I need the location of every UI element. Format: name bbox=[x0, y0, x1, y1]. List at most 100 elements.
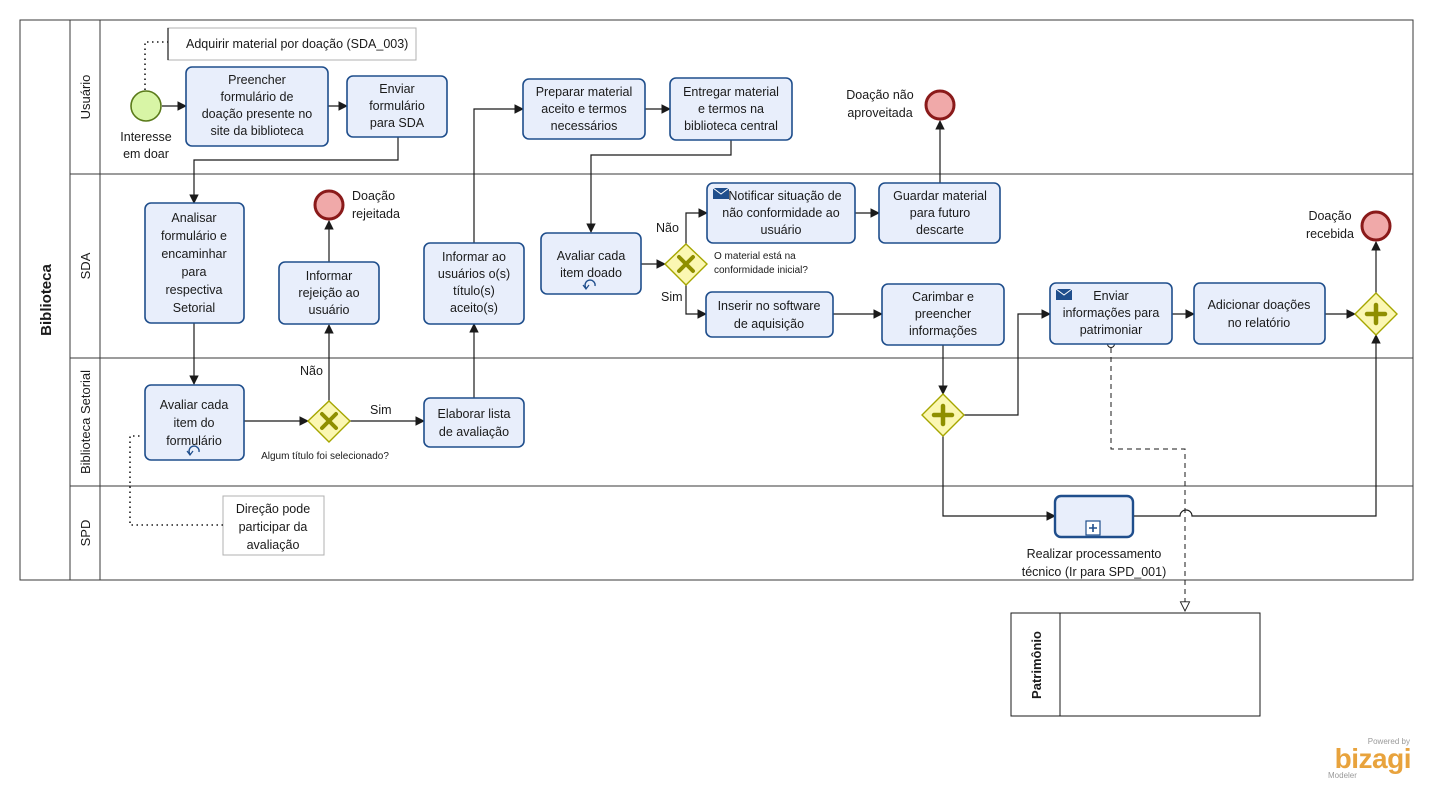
bizagi-brand-text: bizagi bbox=[1335, 743, 1411, 774]
task-text: item doado bbox=[560, 266, 622, 280]
task-elaborar-lista[interactable]: Elaborar lista de avaliação bbox=[423, 397, 525, 448]
pool-patrimonio: Patrimônio bbox=[1010, 612, 1261, 717]
task-text: Inserir no software bbox=[718, 299, 821, 313]
task-guardar-material[interactable]: Guardar material para futuro descarte bbox=[878, 182, 1001, 244]
task-text: para SDA bbox=[370, 116, 425, 130]
task-text: Notificar situação de bbox=[728, 189, 841, 203]
task-text: formulário bbox=[166, 434, 222, 448]
task-text: aceito e termos bbox=[541, 102, 626, 116]
task-text: item do bbox=[174, 416, 215, 430]
gateway-parallel-join[interactable] bbox=[1354, 292, 1398, 336]
task-text: Enviar bbox=[1093, 289, 1128, 303]
task-text: rejeição ao bbox=[298, 286, 359, 300]
task-text: usuários o(s) bbox=[438, 267, 510, 281]
task-avaliar-item-doado[interactable]: Avaliar cada item doado bbox=[540, 232, 642, 295]
task-text: encaminhar bbox=[161, 247, 226, 261]
gateway-titulo-selecionado[interactable] bbox=[306, 400, 352, 443]
powered-by-text: Powered by bbox=[1368, 737, 1410, 746]
task-inserir-software[interactable]: Inserir no software de aquisição bbox=[705, 291, 834, 338]
subprocess-realizar-processamento[interactable] bbox=[1053, 494, 1135, 539]
task-text: Entregar material bbox=[683, 85, 779, 99]
lane-biblioteca-setorial: Biblioteca Setorial bbox=[78, 370, 93, 474]
task-preencher-formulario[interactable]: Preencher formulário de doação presente … bbox=[185, 66, 329, 147]
loop-icon bbox=[584, 279, 596, 289]
task-text: Informar ao bbox=[442, 250, 506, 264]
task-text: Informar bbox=[306, 269, 353, 283]
task-preparar-material[interactable]: Preparar material aceito e termos necess… bbox=[522, 78, 646, 140]
task-adicionar-doacoes[interactable]: Adicionar doações no relatório bbox=[1193, 282, 1326, 345]
task-enviar-informacoes[interactable]: Enviar informações para patrimoniar bbox=[1049, 282, 1173, 345]
patrimonio-title: Patrimônio bbox=[1029, 631, 1044, 699]
gateway-conformidade-line1: O material está na bbox=[714, 251, 796, 262]
annotation-bottom: Direção pode participar da avaliação bbox=[129, 435, 325, 556]
task-text: preencher bbox=[915, 307, 971, 321]
end-event-nao-aproveitada[interactable] bbox=[924, 89, 956, 121]
task-text: Preparar material bbox=[536, 85, 633, 99]
task-text: necessários bbox=[551, 119, 618, 133]
task-entregar-material[interactable]: Entregar material e termos na biblioteca… bbox=[669, 77, 793, 141]
task-text: respectiva bbox=[166, 283, 223, 297]
end-event-rejeitada[interactable] bbox=[313, 189, 345, 221]
task-text: doação presente no bbox=[202, 107, 313, 121]
task-notificar-nao-conformidade[interactable]: Notificar situação de não conformidade a… bbox=[706, 182, 856, 244]
pool-biblioteca: Biblioteca Usuário SDA Biblioteca Setori… bbox=[19, 19, 1414, 581]
annotation-top: Adquirir material por doação (SDA_003) bbox=[144, 27, 417, 90]
flow-label-sim-selecionado: Sim bbox=[370, 403, 392, 417]
end-event-recebida[interactable] bbox=[1360, 210, 1392, 242]
task-text: no relatório bbox=[1228, 316, 1291, 330]
gateway-parallel-split[interactable] bbox=[921, 393, 965, 437]
task-avaliar-formulario[interactable]: Avaliar cada item do formulário bbox=[144, 384, 245, 461]
task-text: título(s) bbox=[453, 284, 495, 298]
task-text: patrimoniar bbox=[1080, 323, 1143, 337]
task-carimbar[interactable]: Carimbar e preencher informações bbox=[881, 283, 1005, 346]
task-text: de aquisição bbox=[734, 317, 804, 331]
gateway-conformidade-line2: conformidade inicial? bbox=[714, 265, 808, 276]
flow-label-sim-conformidade: Sim bbox=[661, 290, 683, 304]
exclusive-x-icon bbox=[320, 412, 338, 430]
subprocess-label-line2: técnico (Ir para SPD_001) bbox=[1022, 565, 1167, 579]
task-text: Guardar material bbox=[893, 189, 987, 203]
task-text: de avaliação bbox=[439, 425, 509, 439]
modeler-text: Modeler bbox=[1328, 771, 1357, 780]
gateway-selecionado-label: Algum título foi selecionado? bbox=[261, 451, 389, 462]
annotation-bottom-line3: avaliação bbox=[247, 538, 300, 552]
task-text: Adicionar doações bbox=[1208, 298, 1311, 312]
loop-icon bbox=[188, 445, 200, 455]
lane-spd: SPD bbox=[78, 520, 93, 547]
task-text: biblioteca central bbox=[684, 119, 778, 133]
end-nao-aproveitada-line2: aproveitada bbox=[847, 106, 912, 120]
start-event-interesse[interactable] bbox=[130, 90, 162, 122]
task-text: informações bbox=[909, 324, 977, 338]
task-text: formulário bbox=[369, 99, 425, 113]
task-text: formulário e bbox=[161, 229, 227, 243]
task-text: para bbox=[181, 265, 206, 279]
end-nao-aproveitada-line1: Doação não bbox=[846, 88, 913, 102]
task-text: usuário bbox=[761, 223, 802, 237]
lane-usuario: Usuário bbox=[78, 75, 93, 120]
gateway-conformidade[interactable] bbox=[663, 243, 709, 286]
exclusive-x-icon bbox=[677, 255, 695, 273]
task-text: usuário bbox=[309, 303, 350, 317]
task-text: Analisar bbox=[171, 211, 216, 225]
task-text: para futuro bbox=[910, 206, 971, 220]
task-text: descarte bbox=[916, 223, 964, 237]
task-text: aceito(s) bbox=[450, 301, 498, 315]
start-label-line2: em doar bbox=[123, 147, 169, 161]
task-text: e termos na bbox=[698, 102, 764, 116]
end-recebida-line1: Doação bbox=[1308, 209, 1351, 223]
annotation-bottom-line1: Direção pode bbox=[236, 502, 310, 516]
task-informar-rejeicao[interactable]: Informar rejeição ao usuário bbox=[278, 261, 380, 325]
flow-label-nao-selecionado: Não bbox=[300, 364, 323, 378]
end-recebida-line2: recebida bbox=[1306, 227, 1354, 241]
task-text: formulário de bbox=[221, 90, 294, 104]
task-text: Setorial bbox=[173, 301, 215, 315]
task-analisar-formulario[interactable]: Analisar formulário e encaminhar para re… bbox=[144, 202, 245, 324]
task-text: Preencher bbox=[228, 73, 286, 87]
annotation-top-text: Adquirir material por doação (SDA_003) bbox=[186, 37, 408, 51]
task-text: Elaborar lista bbox=[438, 407, 511, 421]
task-informar-usuarios[interactable]: Informar ao usuários o(s) título(s) acei… bbox=[423, 242, 525, 325]
task-enviar-formulario[interactable]: Enviar formulário para SDA bbox=[346, 75, 448, 138]
bizagi-logo: Powered by bizagi Modeler bbox=[1328, 737, 1412, 780]
subprocess-label-line1: Realizar processamento bbox=[1027, 547, 1162, 561]
